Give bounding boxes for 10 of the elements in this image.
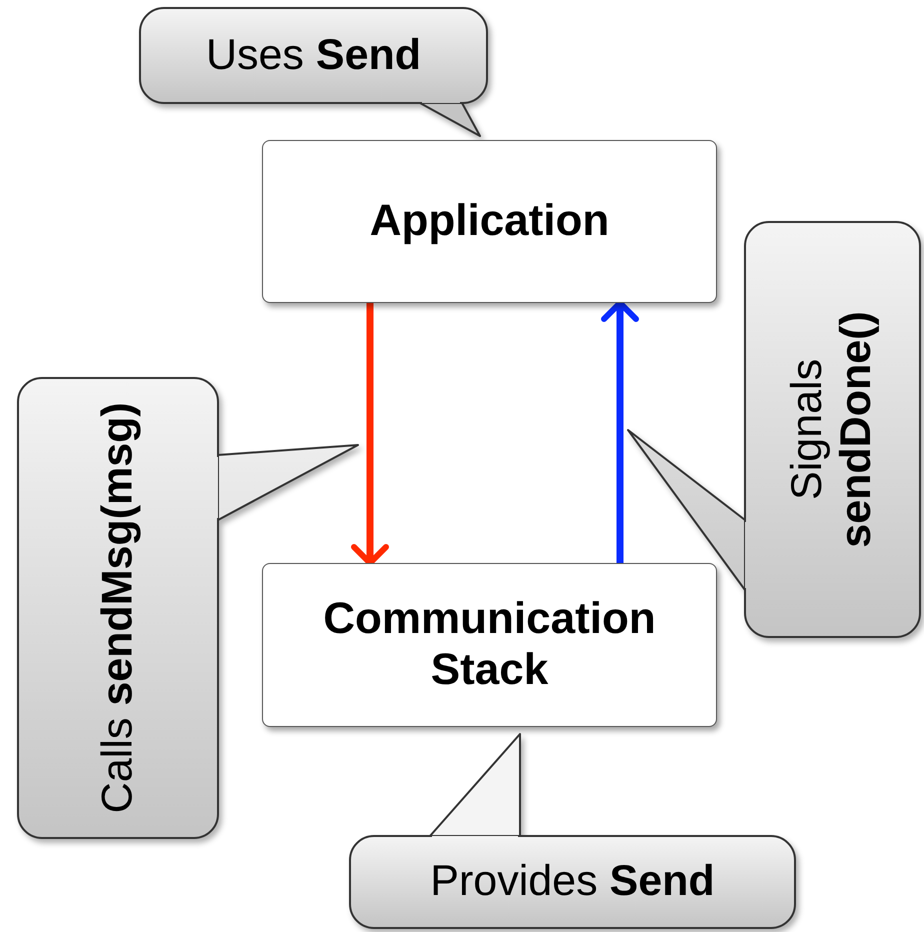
- arrow: [351, 303, 389, 566]
- box-label: Application: [370, 196, 610, 247]
- callout-text: Calls sendMsg(msg): [93, 402, 142, 816]
- arrow: [601, 300, 639, 563]
- callout-text: Provides Send: [430, 857, 715, 907]
- callout-text: Uses Send: [206, 30, 422, 80]
- box-label: Communication Stack: [322, 594, 657, 696]
- component-box: [262, 563, 717, 727]
- component-box: [262, 140, 717, 303]
- callout-text: Signals sendDone(): [783, 310, 882, 550]
